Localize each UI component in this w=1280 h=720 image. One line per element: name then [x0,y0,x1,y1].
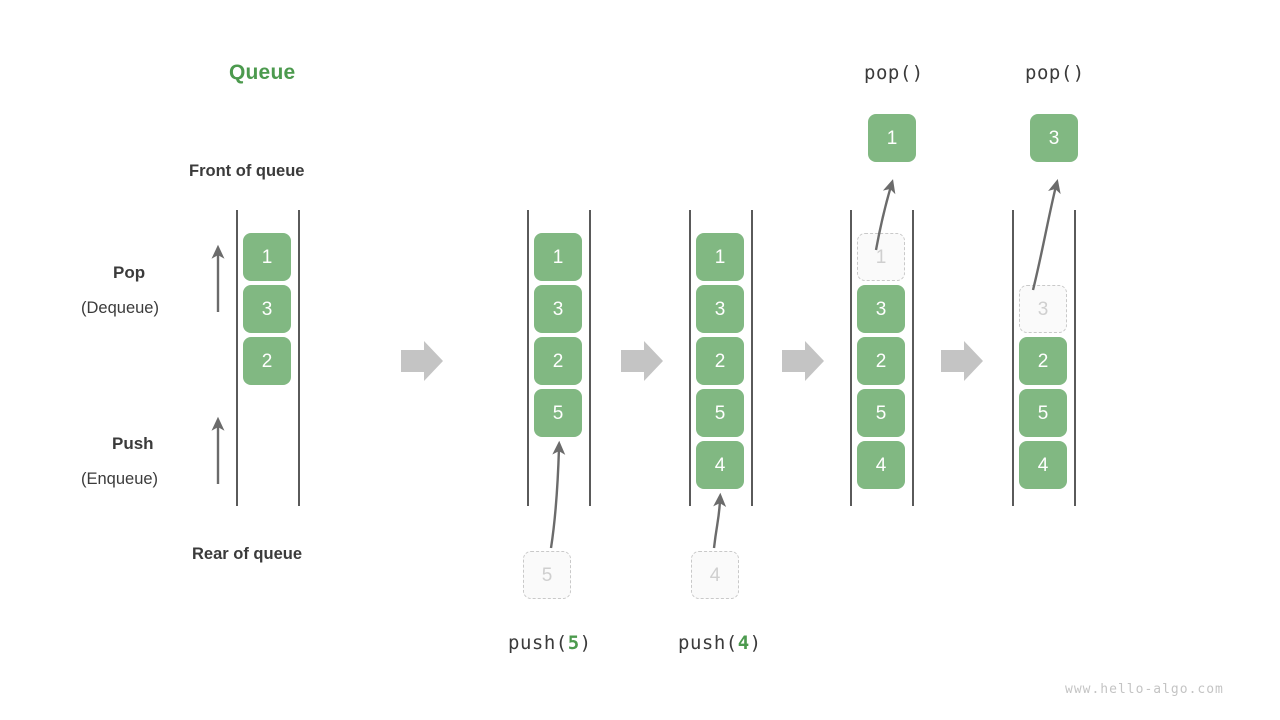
queue-element-ghost: 3 [1019,285,1067,333]
popped-element: 1 [868,114,916,162]
queue-wall-right-col3 [751,210,753,506]
pop-3-arrow [1031,179,1061,291]
queue-element: 5 [696,389,744,437]
queue-element: 1 [243,233,291,281]
operation-label-push-4: push(4) [678,634,762,653]
flow-arrow [621,341,663,381]
queue-wall-right-col2 [589,210,591,506]
queue-wall-right-col4 [912,210,914,506]
queue-element: 3 [534,285,582,333]
queue-wall-left-col3 [689,210,691,506]
queue-element: 2 [534,337,582,385]
pop-label: Pop [113,263,146,282]
queue-element: 1 [534,233,582,281]
queue-wall-right-col5 [1074,210,1076,506]
incoming-ghost-element: 4 [691,551,739,599]
queue-element: 5 [534,389,582,437]
queue-element: 2 [696,337,744,385]
queue-element: 4 [1019,441,1067,489]
queue-element: 3 [857,285,905,333]
queue-element: 4 [857,441,905,489]
operation-label-push-5: push(5) [508,634,592,653]
push-label: Push [112,434,154,453]
queue-element: 3 [696,285,744,333]
enqueue-label: (Enqueue) [81,470,159,488]
queue-element: 4 [696,441,744,489]
queue-element: 2 [1019,337,1067,385]
op-arg: 5 [567,632,580,654]
operation-label-pop-3: pop() [1025,62,1085,84]
dequeue-label: (Dequeue) [81,299,159,317]
queue-wall-left-col1 [236,210,238,506]
queue-wall-left-col2 [527,210,529,506]
queue-element: 2 [857,337,905,385]
flow-arrow [401,341,443,381]
op-close: ) [579,632,592,654]
queue-element: 5 [1019,389,1067,437]
push-5-arrow [549,440,566,549]
op-name: push( [508,632,568,654]
watermark: www.hello-algo.com [1065,682,1224,697]
incoming-ghost-element: 5 [523,551,571,599]
queue-element: 2 [243,337,291,385]
queue-element: 5 [857,389,905,437]
op-name: push( [678,632,738,654]
flow-arrow [941,341,983,381]
front-of-queue-label: Front of queue [189,162,305,180]
queue-wall-left-col4 [850,210,852,506]
popped-element: 3 [1030,114,1078,162]
operation-label-pop-1: pop() [864,62,924,84]
op-arg: 4 [737,632,750,654]
queue-element: 1 [696,233,744,281]
flow-arrow [782,341,824,381]
queue-wall-left-col5 [1012,210,1014,506]
push-4-arrow [712,492,727,549]
queue-wall-right-col1 [298,210,300,506]
queue-element: 3 [243,285,291,333]
op-close: ) [749,632,762,654]
queue-element-ghost: 1 [857,233,905,281]
rear-of-queue-label: Rear of queue [192,545,303,563]
diagram-title: Queue [229,61,296,84]
